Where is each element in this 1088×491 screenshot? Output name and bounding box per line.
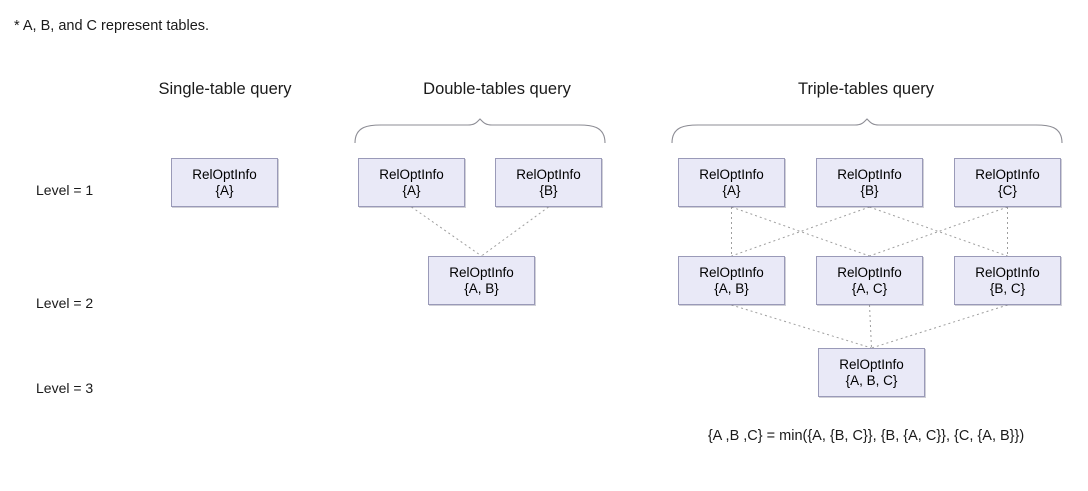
reloptinfo-node-triple-ab: RelOptInfo{A, B} xyxy=(678,256,785,305)
node-type-label: RelOptInfo xyxy=(699,264,764,280)
node-set-label: {B} xyxy=(860,182,879,198)
node-type-label: RelOptInfo xyxy=(839,356,904,372)
cost-formula: {A ,B ,C} = min({A, {B, C}}, {B, {A, C}}… xyxy=(707,428,1025,444)
node-type-label: RelOptInfo xyxy=(192,166,257,182)
triple-tables-brace xyxy=(671,118,1063,144)
node-type-label: RelOptInfo xyxy=(975,264,1040,280)
node-set-label: {A, B} xyxy=(714,280,749,296)
column-title-triple-tables: Triple-tables query xyxy=(797,80,935,98)
node-set-label: {A, C} xyxy=(851,280,888,296)
node-set-label: {A, B} xyxy=(464,280,499,296)
node-type-label: RelOptInfo xyxy=(837,166,902,182)
level-label-2: Level = 2 xyxy=(36,295,94,311)
reloptinfo-node-double-b: RelOptInfo{B} xyxy=(495,158,602,207)
column-title-double-tables: Double-tables query xyxy=(423,80,571,98)
connector-triple-ab-to-triple-abc xyxy=(731,304,872,349)
node-type-label: RelOptInfo xyxy=(975,166,1040,182)
reloptinfo-node-triple-abc: RelOptInfo{A, B, C} xyxy=(818,348,925,397)
node-set-label: {B} xyxy=(539,182,558,198)
connector-double-b-to-double-ab xyxy=(481,206,549,257)
connector-triple-c-to-triple-ac xyxy=(869,206,1008,257)
node-type-label: RelOptInfo xyxy=(699,166,764,182)
reloptinfo-node-single-a: RelOptInfo{A} xyxy=(171,158,278,207)
reloptinfo-node-triple-a: RelOptInfo{A} xyxy=(678,158,785,207)
node-set-label: {A, B, C} xyxy=(845,372,898,388)
reloptinfo-node-double-a: RelOptInfo{A} xyxy=(358,158,465,207)
node-type-label: RelOptInfo xyxy=(837,264,902,280)
node-set-label: {B, C} xyxy=(989,280,1026,296)
connector-triple-bc-to-triple-abc xyxy=(871,304,1008,349)
footnote-text: * A, B, and C represent tables. xyxy=(14,18,210,34)
reloptinfo-node-triple-c: RelOptInfo{C} xyxy=(954,158,1061,207)
level-label-3: Level = 3 xyxy=(36,380,94,396)
connector-double-a-to-double-ab xyxy=(411,206,482,257)
reloptinfo-node-triple-ac: RelOptInfo{A, C} xyxy=(816,256,923,305)
node-type-label: RelOptInfo xyxy=(379,166,444,182)
reloptinfo-node-triple-b: RelOptInfo{B} xyxy=(816,158,923,207)
node-set-label: {A} xyxy=(722,182,741,198)
reloptinfo-node-triple-bc: RelOptInfo{B, C} xyxy=(954,256,1061,305)
connector-triple-a-to-triple-ac xyxy=(731,206,870,257)
connector-triple-ac-to-triple-abc xyxy=(869,304,872,349)
connector-triple-b-to-triple-bc xyxy=(869,206,1008,257)
node-set-label: {C} xyxy=(998,182,1017,198)
connector-triple-b-to-triple-ab xyxy=(731,206,870,257)
column-title-single-table: Single-table query xyxy=(158,80,292,98)
level-label-1: Level = 1 xyxy=(36,182,94,198)
double-tables-brace xyxy=(354,118,606,144)
node-type-label: RelOptInfo xyxy=(449,264,514,280)
reloptinfo-node-double-ab: RelOptInfo{A, B} xyxy=(428,256,535,305)
node-set-label: {A} xyxy=(402,182,421,198)
node-set-label: {A} xyxy=(215,182,234,198)
node-type-label: RelOptInfo xyxy=(516,166,581,182)
